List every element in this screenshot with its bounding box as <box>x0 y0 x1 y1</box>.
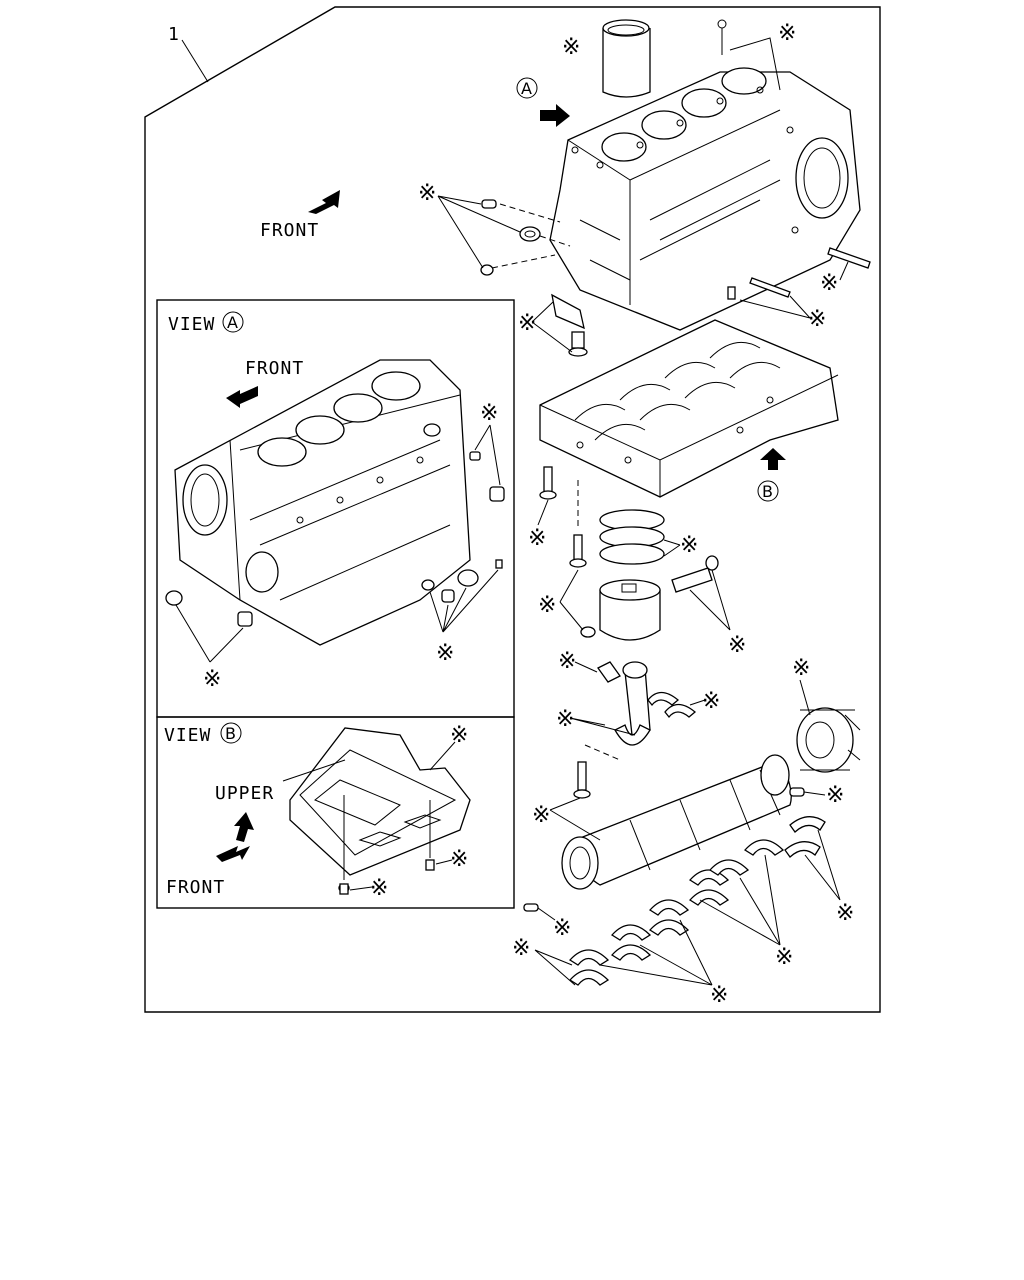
svg-text:※: ※ <box>538 593 556 618</box>
view-b-title: VIEW <box>164 725 211 746</box>
connecting-rod <box>597 661 651 746</box>
front-label-main: FRONT <box>260 220 319 241</box>
svg-text:※: ※ <box>558 649 576 674</box>
view-a-front-arrow-icon <box>226 386 258 408</box>
view-b-upper-arrow-icon <box>234 812 254 842</box>
view-b-marker: B <box>225 724 236 743</box>
view-b-panel <box>156 716 515 909</box>
svg-text:※: ※ <box>775 945 793 970</box>
svg-text:※: ※ <box>728 633 746 658</box>
svg-text:※: ※ <box>808 307 826 332</box>
svg-text:※: ※ <box>680 533 698 558</box>
view-a-arrow-icon <box>540 104 570 127</box>
view-b-front-arrow-icon <box>216 846 250 862</box>
svg-text:※: ※ <box>512 936 530 961</box>
svg-text:※: ※ <box>370 876 388 901</box>
view-b-arrow-icon <box>760 448 786 470</box>
svg-text:※: ※ <box>528 526 546 551</box>
svg-text:※: ※ <box>450 847 468 872</box>
crankshaft <box>561 754 792 890</box>
assembly-number: 1 <box>168 24 180 45</box>
dowel-pins <box>480 199 541 276</box>
svg-text:※: ※ <box>562 35 580 60</box>
assembly-frame <box>144 6 881 1013</box>
view-a-marker: A <box>227 313 238 332</box>
svg-text:※: ※ <box>532 803 550 828</box>
svg-text:※: ※ <box>480 401 498 426</box>
marker-b: B <box>762 482 773 501</box>
svg-text:※: ※ <box>710 983 728 1008</box>
piston-rings <box>599 509 665 565</box>
svg-text:※: ※ <box>450 723 468 748</box>
view-a-title: VIEW <box>168 314 215 335</box>
svg-text:※: ※ <box>418 181 436 206</box>
cylinder-block-view-a <box>174 359 471 646</box>
crank-gear <box>796 707 861 773</box>
svg-text:※: ※ <box>556 707 574 732</box>
oil-pan-view-b <box>282 727 471 876</box>
svg-text:※: ※ <box>518 311 536 336</box>
view-b-upper-label: UPPER <box>215 783 274 804</box>
cylinder-liner <box>602 19 651 98</box>
view-a-front-label: FRONT <box>245 358 304 379</box>
svg-text:※: ※ <box>820 271 838 296</box>
front-arrow-icon <box>308 190 340 214</box>
svg-text:※: ※ <box>836 901 854 926</box>
svg-text:※: ※ <box>436 641 454 666</box>
piston <box>599 579 661 641</box>
svg-text:※: ※ <box>203 667 221 692</box>
svg-text:※: ※ <box>553 916 571 941</box>
svg-text:※: ※ <box>792 656 810 681</box>
marker-a: A <box>521 79 532 98</box>
svg-text:※: ※ <box>702 689 720 714</box>
svg-text:※: ※ <box>826 783 844 808</box>
cylinder-block <box>549 67 861 331</box>
svg-text:※: ※ <box>778 21 796 46</box>
main-bearings <box>568 816 826 986</box>
crankcase-frame <box>539 319 839 498</box>
view-b-front-label: FRONT <box>166 877 225 898</box>
